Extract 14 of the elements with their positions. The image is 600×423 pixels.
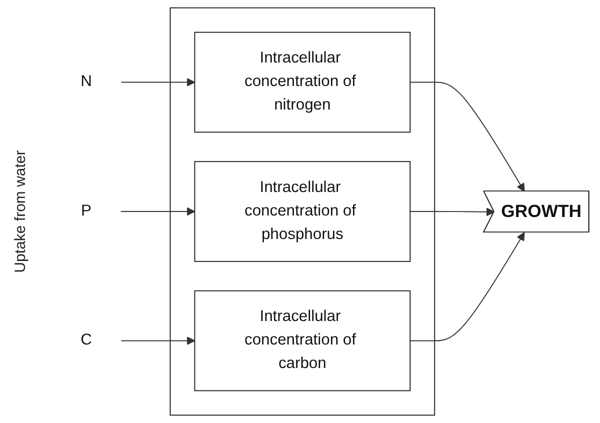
axis-label: Uptake from water — [12, 150, 28, 273]
arrow — [410, 82, 525, 192]
node-text: N — [80, 73, 92, 90]
node-box: Intracellular concentration of carbon — [194, 290, 411, 392]
arrow — [120, 78, 196, 87]
node-box: Intracellular concentration of phosphorus — [194, 161, 411, 262]
node-box: Intracellular concentration of nitrogen — [194, 32, 411, 133]
arrow — [410, 232, 525, 342]
node-text: P — [81, 202, 92, 220]
arrow — [120, 207, 196, 216]
arrow — [410, 208, 495, 216]
arrow — [120, 336, 196, 346]
cluster — [170, 7, 436, 416]
node-text: C — [80, 332, 92, 349]
